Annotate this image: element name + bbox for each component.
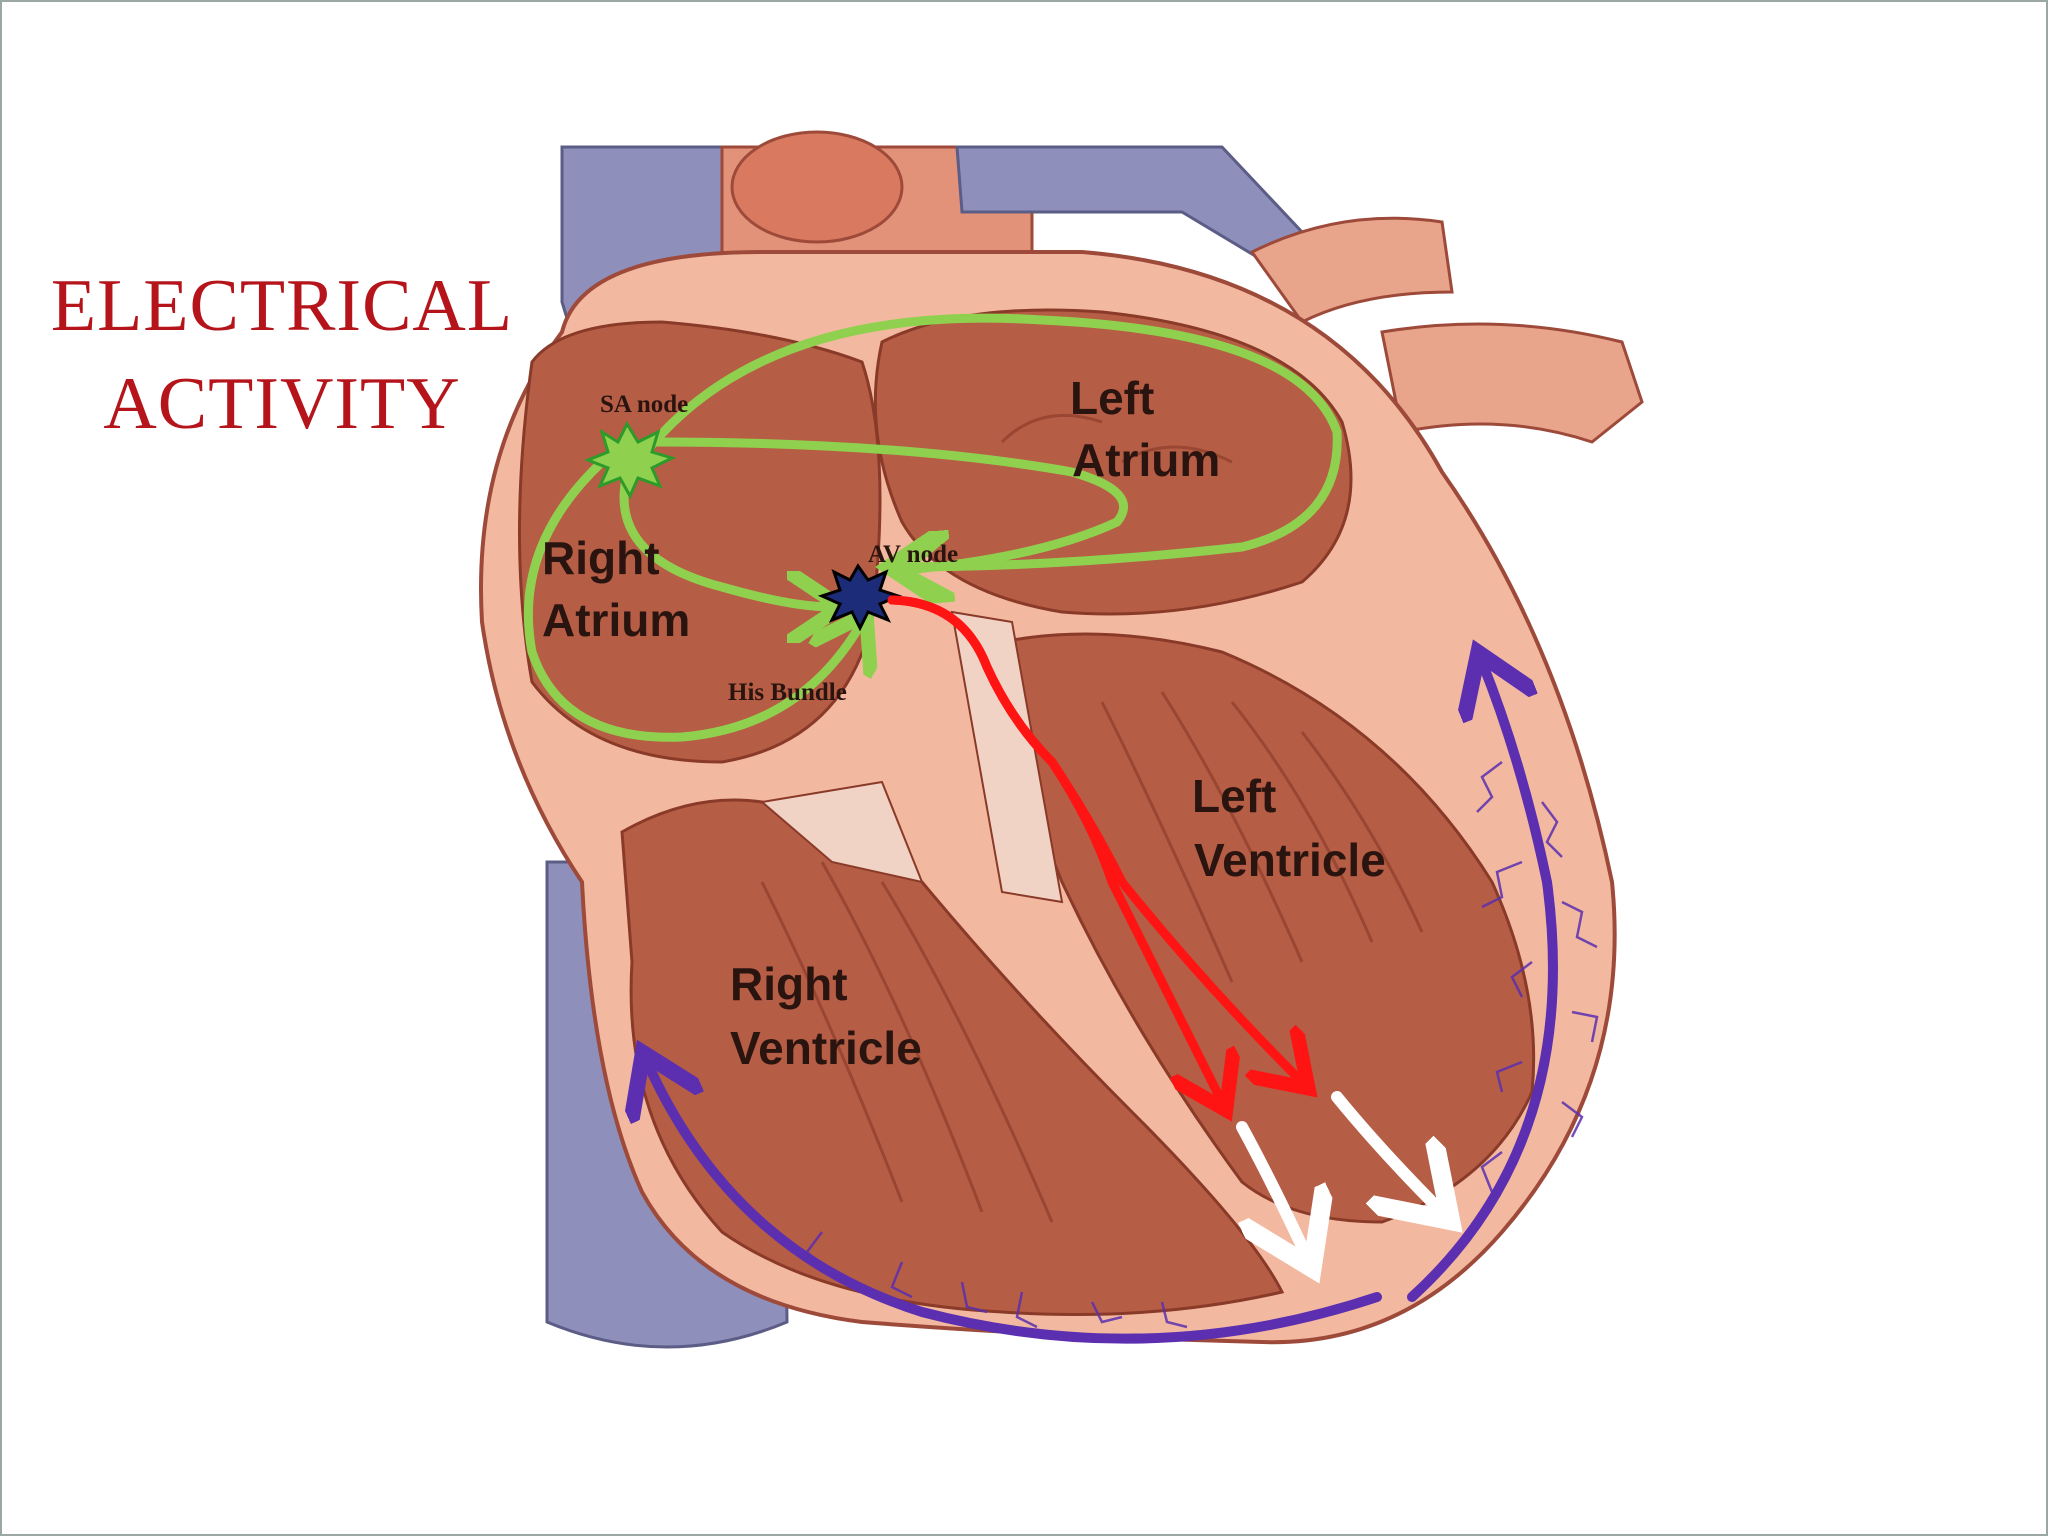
anatomy-labels: SA node AV node His Bundle Left Atrium R…: [542, 372, 1386, 1074]
sa-node-pathways: [523, 313, 1342, 742]
left-atrium-chamber: [873, 308, 1353, 616]
label-his-bundle: His Bundle: [728, 679, 847, 706]
title-line-1: ELECTRICAL: [50, 265, 514, 347]
septal-activation-arrows: [1236, 1091, 1442, 1257]
label-left-ventricle-2: Ventricle: [1194, 834, 1386, 886]
bachmann-pathway: [637, 313, 1342, 567]
septal-arrow-right: [1236, 1121, 1307, 1257]
label-sa-node: SA node: [600, 391, 688, 418]
right-bundle-branch: [887, 595, 1222, 1102]
label-left-atrium-2: Atrium: [1072, 434, 1220, 486]
left-ventricle-chamber: [1000, 632, 1536, 1224]
label-right-atrium-1: Right: [542, 532, 660, 584]
purkinje-fibers: [805, 761, 1599, 1329]
septal-arrow-left: [1331, 1091, 1442, 1212]
av-node-burst: [817, 563, 903, 632]
internodal-anterior-pathway: [619, 469, 832, 607]
internodal-posterior-pathway: [523, 457, 862, 742]
label-right-atrium-2: Atrium: [542, 594, 690, 646]
title-line-2: ACTIVITY: [103, 363, 461, 445]
internodal-middle-pathway: [652, 437, 1128, 570]
purkinje-pathways: [647, 662, 1558, 1344]
bundle-branches: [887, 595, 1302, 1102]
slide-title: ELECTRICAL ACTIVITY: [32, 257, 532, 453]
label-right-ventricle-2: Ventricle: [730, 1022, 922, 1074]
label-left-ventricle-1: Left: [1192, 770, 1276, 822]
label-av-node: AV node: [868, 541, 958, 568]
papillary-muscles: [760, 413, 1424, 1223]
label-right-ventricle-1: Right: [730, 958, 848, 1010]
heart-chambers: [518, 308, 1536, 1316]
purkinje-right-ventricle: [647, 1062, 1382, 1344]
purkinje-left-ventricle: [1407, 662, 1558, 1302]
sa-node-burst: [583, 420, 677, 500]
label-left-atrium-1: Left: [1070, 372, 1154, 424]
